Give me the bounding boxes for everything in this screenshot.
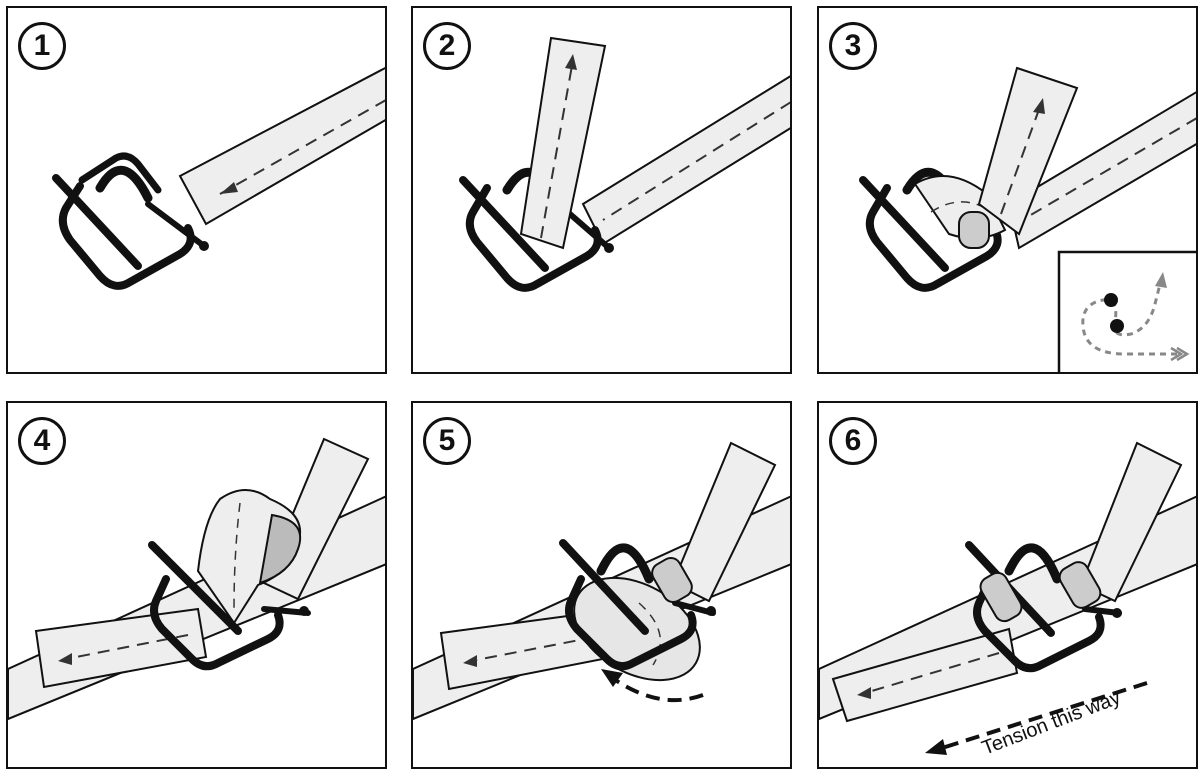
step-4-panel: 4 [6,401,387,769]
step-5-panel: 5 [411,401,792,769]
buckle-icon [965,541,1122,673]
step-number-badge: 2 [423,22,471,70]
arrow-head-icon [58,653,72,665]
tension-label: Tension this way [979,687,1124,760]
tension-arrow [925,681,1148,755]
step-4-illustration [8,437,385,721]
buckle-bar-dot [1104,293,1118,307]
strap-loop [196,489,302,625]
buckle-icon [148,541,311,671]
step-1-illustration [52,66,385,290]
buckle-icon [52,152,209,290]
rotate-arrow [601,669,704,703]
arrow-head-icon [1033,98,1045,114]
arrow-head-icon [601,669,623,687]
step-number-badge: 3 [829,22,877,70]
step-6-illustration: Tension this way [819,441,1196,760]
step-1-panel: 1 [6,6,387,374]
strap-end-up [1079,441,1183,603]
arrow-head-icon [1155,272,1167,288]
threading-inset [1057,250,1196,372]
arrow-head-icon [925,739,947,755]
strap-end-up [519,36,607,250]
strap-main [581,75,790,246]
step-6-panel: 6 [817,401,1198,769]
strap-end [178,66,385,226]
buckle-icon [559,539,716,671]
step-2-panel: 2 [411,6,792,374]
step-number-badge: 5 [423,417,471,465]
arrow-head-icon [220,182,238,194]
step-number-badge: 6 [829,417,877,465]
step-number-badge: 1 [18,22,66,70]
strap-end-up [977,66,1079,236]
strap-main [1007,91,1196,250]
arrow-head-icon [463,655,477,667]
step-3-panel: 3 [817,6,1198,374]
arrow-head-icon [857,687,871,699]
step-5-illustration [413,441,790,721]
step-2-illustration [459,36,790,292]
strap-end-left [831,627,1019,723]
buckle-bar-dot [1110,319,1124,333]
strap-end-up [671,441,777,603]
step-3-illustration [859,66,1196,372]
arrow-head-icon [565,54,577,70]
step-number-badge: 4 [18,417,66,465]
